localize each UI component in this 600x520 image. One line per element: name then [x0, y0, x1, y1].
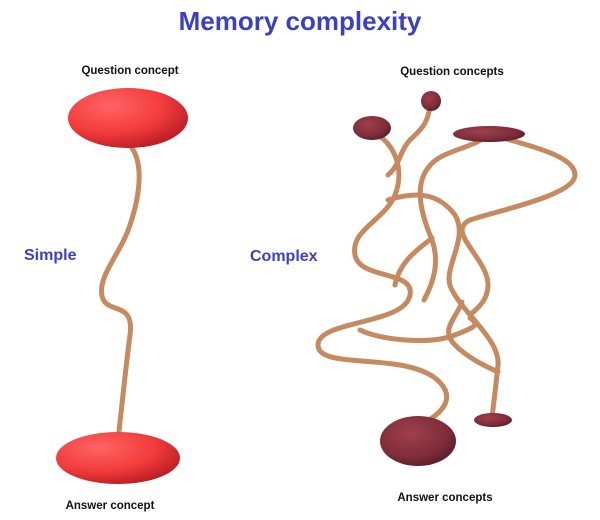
- complex-answer-node: [474, 413, 512, 427]
- simple-question-node: [68, 88, 188, 148]
- complex-question-node: [353, 116, 391, 140]
- simple-link: [99, 140, 142, 443]
- complex-link: [459, 134, 578, 318]
- simple-label: Simple: [24, 247, 77, 264]
- simple-diagram: Question concept Answer concept Simple: [24, 65, 188, 512]
- simple-answer-caption: Answer concept: [66, 500, 155, 512]
- complex-question-node: [453, 126, 525, 142]
- simple-answer-node: [56, 432, 180, 484]
- complex-answer-node: [380, 416, 456, 466]
- page-title: Memory complexity: [179, 6, 422, 36]
- complex-diagram: Question concepts Answer concepts Comple…: [250, 66, 578, 504]
- complex-link: [357, 315, 478, 343]
- complex-link: [315, 129, 450, 428]
- complex-label: Complex: [250, 248, 318, 265]
- complex-link: [446, 299, 501, 375]
- complex-link: [385, 102, 433, 178]
- complex-link: [385, 192, 501, 421]
- complex-question-caption: Question concepts: [400, 66, 504, 78]
- complex-answer-caption: Answer concepts: [397, 492, 492, 504]
- complex-question-node: [421, 91, 441, 111]
- simple-question-caption: Question concept: [81, 65, 178, 77]
- complex-link: [392, 235, 435, 288]
- complex-link: [417, 132, 491, 303]
